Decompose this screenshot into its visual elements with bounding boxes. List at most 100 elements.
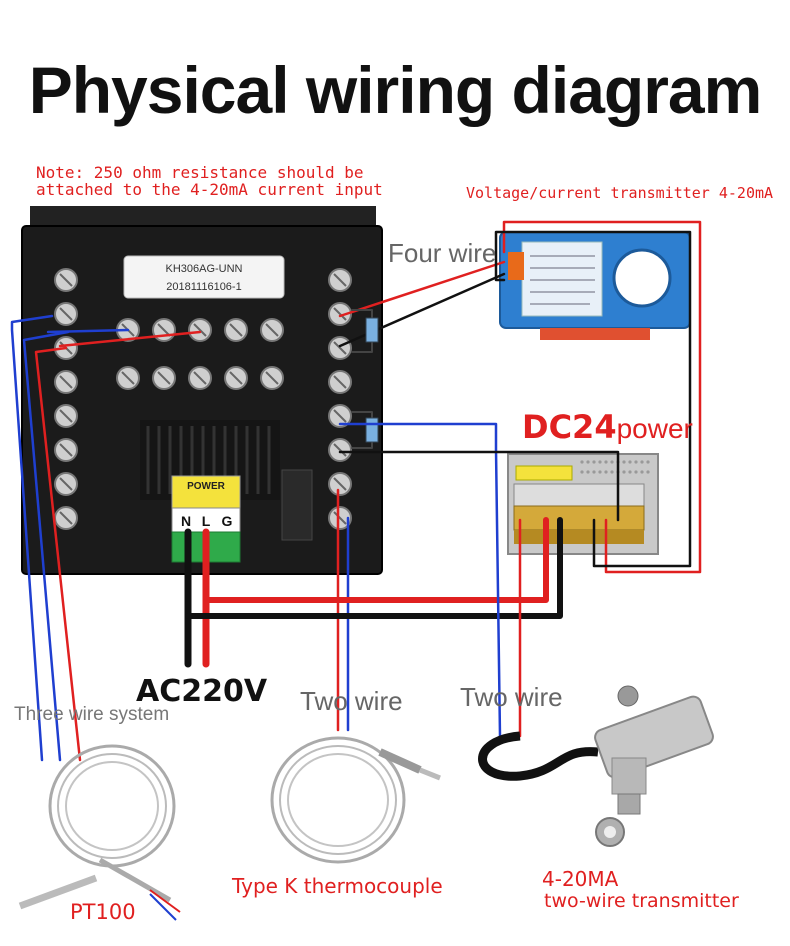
psu-terminal-block [513, 505, 645, 531]
transmitter-terminals [508, 252, 524, 280]
controller-slot [281, 469, 313, 541]
right-terminal-screw-slot [333, 375, 347, 389]
psu-vent-hole [598, 470, 602, 474]
left-terminal-screw-slot [59, 273, 73, 287]
psu-vent-hole [628, 460, 632, 464]
psu-vent-hole [586, 460, 590, 464]
psu-ac-black-wire [185, 517, 563, 619]
psu-vent-hole [592, 470, 596, 474]
psu-vent-hole [640, 470, 644, 474]
four-wire-red-1 [338, 260, 506, 318]
transmitter-two-wire-label: Two wire [460, 682, 563, 712]
psu-vent-hole [592, 460, 596, 464]
psu-vent-hole [646, 460, 650, 464]
right-terminal-screw-slot [333, 273, 347, 287]
psu-vent-hole [580, 460, 584, 464]
pt100-red-wire [34, 346, 82, 762]
psu-caution-label [515, 465, 573, 481]
psu-vent-hole [622, 460, 626, 464]
right-terminal-screw-slot [333, 511, 347, 525]
terminal-g: G [222, 513, 233, 529]
thermocouple-two-wire-label: Two wire [300, 686, 403, 716]
pt100-jumper-red [58, 330, 202, 348]
top-row-terminal-screw-slot [265, 323, 279, 337]
psu-vent-hole [634, 470, 638, 474]
transmitter-cable [478, 731, 599, 781]
right-terminal-screw-slot [333, 341, 347, 355]
dc24-suffix: power [616, 413, 693, 444]
transmitter-cylinder [594, 695, 714, 779]
psu-vent-hole [586, 470, 590, 474]
note-line-1: Note: 250 ohm resistance should be [36, 163, 364, 182]
pressure-transmitter [478, 685, 714, 847]
transmitter-base [540, 328, 650, 340]
psu-vent-hole [640, 460, 644, 464]
left-terminal-screw-slot [59, 443, 73, 457]
psu-vent-hole [580, 470, 584, 474]
three-wire-system-label: Three wire system [14, 704, 170, 725]
terminal-n: N [181, 513, 191, 529]
two-wire-transmitter-label-2: two-wire transmitter [544, 890, 739, 912]
dc24-power-label: DC24power [522, 410, 693, 446]
note-line-2: attached to the 4-20mA current input [36, 180, 383, 199]
power-block-label-plate [171, 475, 241, 511]
thermocouple-label: Type K thermocouple [232, 874, 443, 898]
page-title: Physical wiring diagram [28, 53, 763, 127]
controller-unit: KH306AG-UNN 20181116106-1 POWER N L G [21, 206, 383, 575]
psu-vent-hole [622, 470, 626, 474]
transmitter-thread [617, 793, 641, 815]
pt100-sensor [18, 744, 181, 921]
left-terminal-screw-slot [59, 477, 73, 491]
terminal-screws [54, 268, 352, 530]
serial-number: 20181116106-1 [166, 281, 241, 293]
transmitter-label-plate [521, 241, 603, 317]
pt100-jumper-blue [46, 328, 130, 334]
dc24-prefix: DC24 [522, 408, 617, 446]
transmitter-label: Voltage/current transmitter 4-20mA [466, 184, 774, 202]
left-terminal-screw-slot [59, 307, 73, 321]
right-terminal-screw-slot [333, 477, 347, 491]
ac220v-label: AC220V [136, 674, 268, 709]
psu-ac-red-wire [203, 517, 549, 603]
transmitter-power-red [502, 220, 702, 574]
current-transmitter [499, 231, 691, 340]
two-wire-transmitter-blue [338, 422, 502, 738]
dc24-black-to-controller [338, 450, 620, 522]
resistor-lower [365, 417, 379, 443]
wires [10, 220, 702, 762]
psu-vent-hole [610, 470, 614, 474]
psu-vent-hole [646, 470, 650, 474]
left-terminal-screw-slot [59, 375, 73, 389]
psu-vent-hole [604, 460, 608, 464]
pt100-label: PT100 [70, 900, 136, 924]
dc24-power-supply [507, 453, 659, 555]
psu-vent-hole [634, 460, 638, 464]
psu-vent-hole [598, 460, 602, 464]
bottom-row-terminal-screw-slot [157, 371, 171, 385]
terminal-l: L [202, 513, 211, 529]
pt100-blue-wire-1 [10, 314, 54, 762]
bottom-row-terminal-screw-slot [193, 371, 207, 385]
psu-vent-hole [628, 470, 632, 474]
transmitter-power-black [494, 230, 692, 568]
bottom-row-terminal-screw-slot [121, 371, 135, 385]
psu-vent-hole [610, 460, 614, 464]
note: Note: 250 ohm resistance should be attac… [36, 164, 383, 198]
transmitter-connector [617, 685, 639, 707]
left-terminal-screw-slot [59, 409, 73, 423]
right-terminal-screw-slot [333, 307, 347, 321]
model-number: KH306AG-UNN [165, 263, 242, 275]
psu-vent-hole [604, 470, 608, 474]
type-k-thermocouple [270, 736, 441, 864]
right-terminal-screw-slot [333, 409, 347, 423]
bottom-row-terminal-screw-slot [265, 371, 279, 385]
model-label-plate [123, 255, 285, 299]
power-block-terminals [171, 507, 241, 533]
four-wire-label: Four wire [388, 238, 497, 268]
transmitter-sensing-hole [612, 248, 672, 308]
pt100-blue-wire-2 [22, 330, 70, 762]
psu-terminal-label-strip [513, 483, 645, 507]
right-terminal-screw-slot [333, 443, 347, 457]
top-row-terminal-screw-slot [193, 323, 207, 337]
